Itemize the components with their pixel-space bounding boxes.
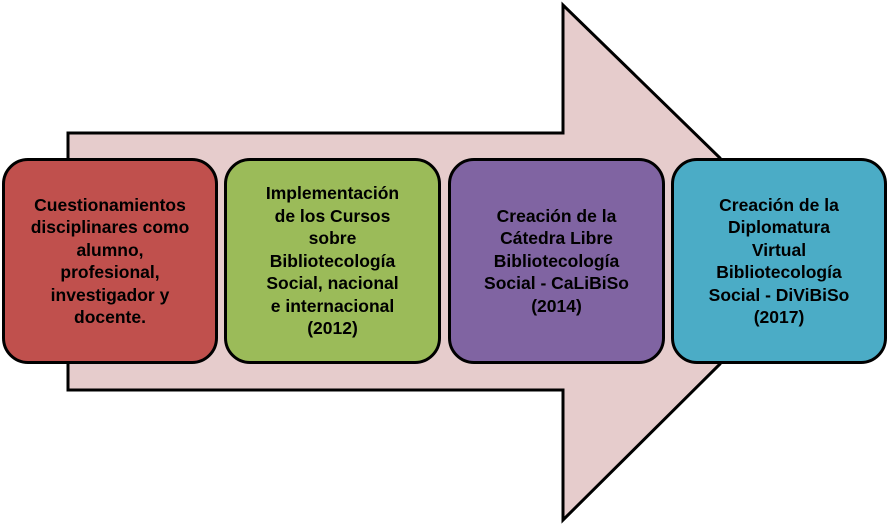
step-box-1: Cuestionamientos disciplinares como alum… (2, 158, 218, 364)
step-4-text: Creación de la Diplomatura Virtual Bibli… (708, 194, 850, 328)
step-3-text: Creación de la Cátedra Libre Bibliotecol… (484, 205, 629, 316)
step-box-2: Implementación de los Cursos sobre Bibli… (224, 158, 441, 364)
step-1-text: Cuestionamientos disciplinares como alum… (30, 194, 190, 328)
step-box-3: Creación de la Cátedra Libre Bibliotecol… (448, 158, 665, 364)
step-box-4: Creación de la Diplomatura Virtual Bibli… (671, 158, 887, 364)
step-2-text: Implementación de los Cursos sobre Bibli… (265, 183, 400, 339)
